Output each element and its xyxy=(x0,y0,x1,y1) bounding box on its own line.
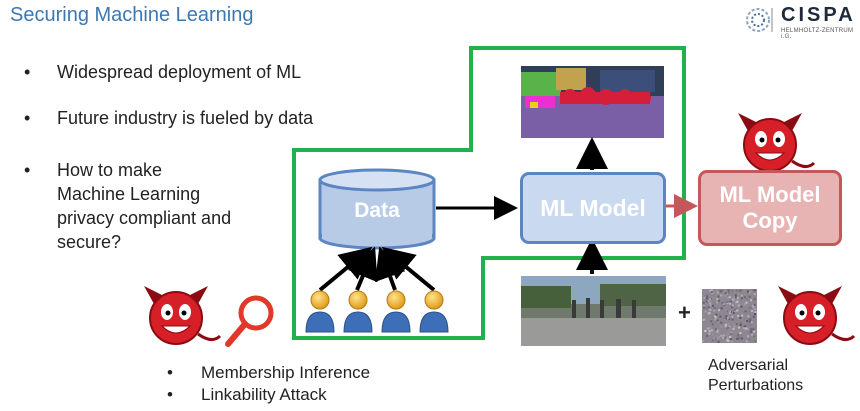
adversarial-label: Adversarial Perturbations xyxy=(708,357,804,394)
copy-label-line2: Copy xyxy=(742,208,798,233)
user-icons xyxy=(305,290,449,333)
adversarial-noise-image xyxy=(702,289,757,343)
devil-icon-left xyxy=(144,286,222,345)
input-street-image xyxy=(521,276,666,346)
devil-icon-top xyxy=(738,113,816,172)
ml-model-box: ML Model xyxy=(520,172,666,244)
trust-boundary xyxy=(292,46,686,340)
copy-label-line1: ML Model xyxy=(719,182,821,207)
cispa-logo-icon xyxy=(746,8,773,32)
data-label: Data xyxy=(354,199,400,222)
slide-title: Securing Machine Learning xyxy=(10,4,254,26)
magnifier-icon xyxy=(225,295,274,347)
ml-model-copy-box: ML Model Copy xyxy=(698,170,842,246)
user-arrows xyxy=(318,246,436,292)
plus-sign: + xyxy=(678,300,691,325)
segmentation-output-image xyxy=(521,66,664,138)
logo-subtitle: HELMHOLTZ-ZENTRUM i.G. xyxy=(781,28,854,40)
ml-model-label: ML Model xyxy=(540,194,646,221)
logo-name: CISPA xyxy=(781,4,856,26)
data-cylinder xyxy=(318,168,436,250)
devil-icon-bottom xyxy=(778,286,856,345)
